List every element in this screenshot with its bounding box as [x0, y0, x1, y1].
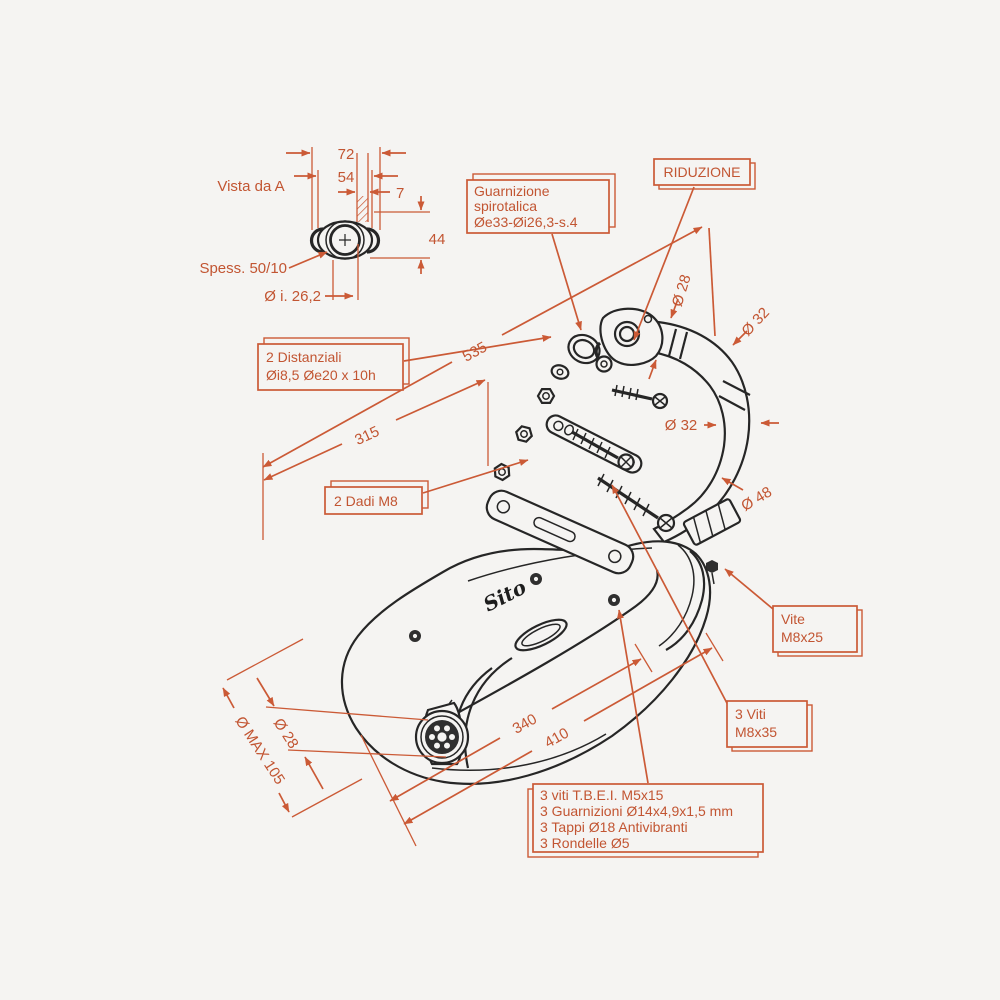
screw-3 — [597, 473, 676, 533]
muffler-top-seam — [467, 547, 653, 582]
pipe-band-seam-1 — [667, 328, 678, 357]
detail-dimensions: 72 54 7 44 Spess. 50/10 Ø i. 26,2 Vista … — [199, 146, 445, 305]
callout-guarnizione: Guarnizione spirotalica Øe33-Øi26,3-s.4 — [466, 173, 616, 234]
washer — [550, 364, 570, 380]
kit-line1: 3 viti T.B.E.I. M5x15 — [540, 787, 664, 803]
thickness-label: Spess. 50/10 — [199, 260, 287, 277]
pipe-reduction-band — [718, 380, 751, 411]
screw-1 — [611, 384, 669, 410]
detail-gasket-hatch — [356, 153, 369, 222]
detail-view-label: Vista da A — [217, 178, 284, 195]
clamp-bolt — [706, 560, 718, 585]
vite-line2: M8x25 — [781, 629, 823, 645]
viti-line1: 3 Viti — [735, 706, 766, 722]
dim-dia32-mid: Ø 32 — [665, 417, 698, 434]
kit-line4: 3 Rondelle Ø5 — [540, 835, 630, 851]
detail-view-flange — [309, 220, 381, 260]
dim-dia48: Ø 48 — [738, 483, 775, 514]
pipe-clamp — [682, 498, 742, 546]
muffler-oval-recess — [514, 618, 568, 652]
leader-lines — [403, 186, 774, 784]
callout-kit: 3 viti T.B.E.I. M5x15 3 Guarnizioni Ø14x… — [527, 783, 764, 858]
dim-54: 54 — [338, 169, 355, 186]
spacer-bushing — [595, 355, 613, 373]
detail-center-cross — [339, 234, 351, 246]
spiral-gasket — [567, 333, 601, 365]
dadi-label: 2 Dadi M8 — [334, 493, 398, 509]
pipe-band-seam-2 — [678, 331, 689, 360]
muffler-endcap-seam — [665, 550, 706, 651]
muffler-cover-swoosh — [451, 569, 659, 717]
bracket-main-plate — [485, 489, 635, 575]
kit-line3: 3 Tappi Ø18 Antivibranti — [540, 819, 688, 835]
guarnizione-line2: spirotalica — [474, 198, 537, 214]
distanziali-line1: 2 Distanziali — [266, 349, 341, 365]
dim-dia28-outlet: Ø 28 — [270, 715, 302, 752]
dim-315: 315 — [352, 423, 382, 449]
nut-3 — [493, 462, 511, 482]
detail-hook-left — [309, 227, 324, 254]
dim-535: 535 — [460, 339, 490, 366]
dim-dia28-pipe: Ø 28 — [669, 273, 695, 309]
guarnizione-line3: Øe33-Øi26,3-s.4 — [474, 214, 578, 230]
screw-2 — [563, 424, 635, 471]
callout-vite: Vite M8x25 — [772, 605, 863, 657]
nut-1 — [536, 388, 556, 404]
viti-line2: M8x35 — [735, 724, 777, 740]
dim-72: 72 — [338, 146, 355, 163]
vite-line1: Vite — [781, 611, 805, 627]
nut-2 — [515, 425, 533, 443]
inner-diameter-label: Ø i. 26,2 — [264, 288, 321, 305]
dim-7: 7 — [396, 185, 404, 202]
callout-riduzione: RIDUZIONE — [653, 158, 756, 190]
callout-viti: 3 Viti M8x35 — [726, 700, 813, 752]
riduzione-label: RIDUZIONE — [664, 164, 741, 180]
distanziali-line2: Øi8,5 Øe20 x 10h — [266, 367, 376, 383]
rivet-3 — [608, 594, 620, 606]
rivet-2 — [530, 573, 542, 585]
kit-line2: 3 Guarnizioni Ø14x4,9x1,5 mm — [540, 803, 733, 819]
rivet-1 — [409, 630, 421, 642]
callout-dadi: 2 Dadi M8 — [324, 480, 429, 515]
dim-44: 44 — [429, 231, 446, 248]
guarnizione-line1: Guarnizione — [474, 183, 550, 199]
callout-distanziali: 2 Distanziali Øi8,5 Øe20 x 10h — [257, 337, 410, 391]
muffler-body: Sito — [340, 540, 712, 785]
detail-hook-right — [366, 227, 381, 254]
exhaust-outlet — [414, 701, 470, 766]
